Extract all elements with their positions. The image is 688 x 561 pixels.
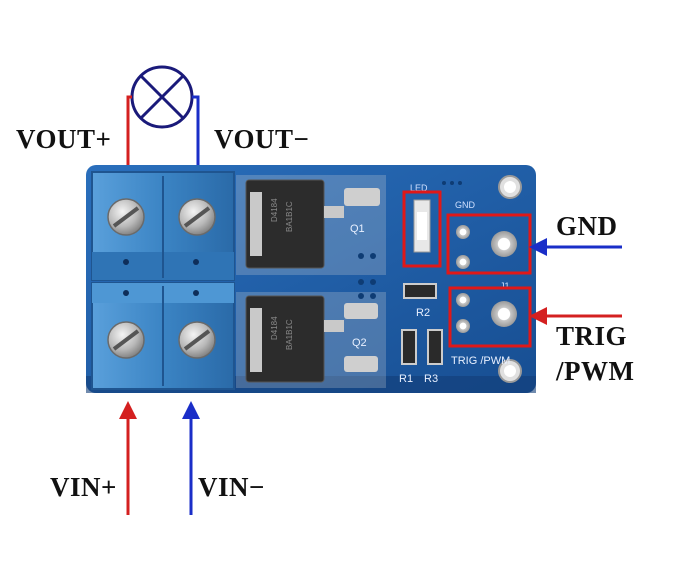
- q1-marking-2: BA1B1C: [285, 201, 294, 232]
- terminal-block-output: [91, 171, 235, 281]
- mosfet-q1: D4184 BA1B1C: [245, 179, 380, 269]
- trig-label: TRIG: [556, 321, 627, 351]
- q2-marking-2: BA1B1C: [285, 319, 294, 350]
- silk-gnd: GND: [455, 200, 476, 210]
- led-component: [413, 199, 431, 253]
- silk-j1: J1: [500, 281, 510, 291]
- silk-q2: Q2: [352, 337, 367, 349]
- silk-r2: R2: [416, 307, 430, 319]
- gnd-header-pads: [456, 225, 517, 269]
- pwm-label: /PWM: [555, 356, 634, 386]
- q1-marking-1: D4184: [270, 198, 279, 222]
- vin-minus-label: VIN−: [198, 472, 265, 502]
- trig-header-pads: [456, 293, 517, 333]
- resistor-r1: [401, 329, 417, 365]
- vout-minus-label: VOUT−: [214, 124, 309, 154]
- resistor-r2: [403, 283, 437, 299]
- silk-trig-pwm: TRIG /PWM: [451, 355, 510, 367]
- vout-minus-wire: [192, 95, 200, 176]
- lamp-symbol-icon: [130, 65, 194, 129]
- silk-led: LED: [410, 183, 428, 193]
- gnd-label: GND: [556, 211, 618, 241]
- silk-r3: R3: [424, 373, 438, 385]
- led-highlight-box: [402, 190, 442, 268]
- silk-r1: R1: [399, 373, 413, 385]
- terminal-block-input: [91, 282, 235, 390]
- vin-plus-label: VIN+: [50, 472, 117, 502]
- q2-marking-1: D4184: [270, 316, 279, 340]
- resistor-r3: [427, 329, 443, 365]
- mosfet-q2: D4184 BA1B1C: [245, 295, 378, 383]
- vout-plus-label: VOUT+: [16, 124, 111, 154]
- silk-q1: Q1: [350, 223, 365, 235]
- vout-plus-wire: [126, 95, 132, 176]
